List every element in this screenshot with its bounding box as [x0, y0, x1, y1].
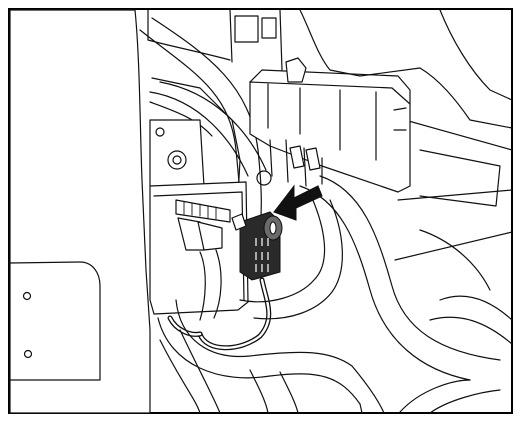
main-cables [157, 175, 513, 414]
plug-cable [167, 277, 272, 351]
connector-pin-b [305, 147, 321, 171]
panel-hole-lower [23, 349, 33, 359]
bracket-bolt-outer [167, 150, 187, 170]
sensor-plug [231, 211, 283, 281]
plug-contacts [255, 238, 269, 272]
connector-block [249, 57, 411, 193]
left-panel [9, 9, 151, 414]
connector-pin-a [289, 145, 305, 169]
background-structure [147, 9, 513, 261]
terminal-washer [256, 170, 272, 186]
terminal-stud [175, 199, 231, 251]
panel-hole-upper [22, 291, 32, 301]
bracket-bolt-inner [172, 155, 182, 165]
push-direction-arrow-icon [273, 184, 323, 221]
bracket-screw [155, 127, 165, 137]
